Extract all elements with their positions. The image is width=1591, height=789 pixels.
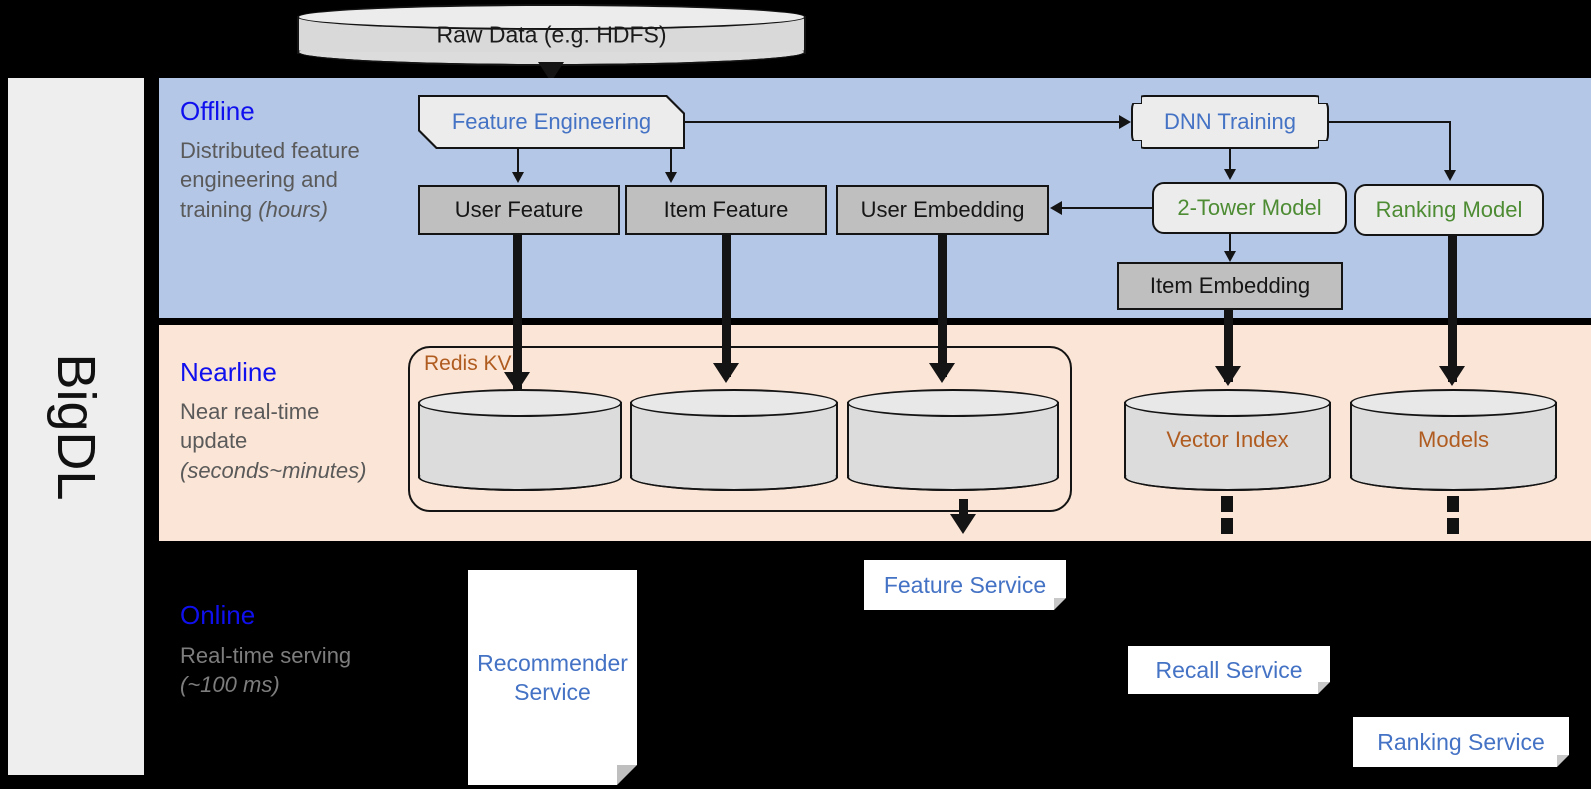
ranking-model-label: Ranking Model (1375, 197, 1523, 222)
item-feature-label: Item Feature (663, 197, 789, 222)
user-feature-store-cylinder[interactable] (418, 389, 622, 491)
feature-engineering-label: Feature Engineering (420, 97, 683, 147)
arrowhead-item-embedding-to-vector-index (1215, 366, 1241, 386)
stub-models-2 (1447, 518, 1459, 534)
redis-kv-label: Redis KV (424, 352, 512, 375)
arrowhead-rawdata-to-fe (538, 62, 564, 82)
arrowhead-user-embedding-to-store (929, 363, 955, 383)
recommender-service-card[interactable]: Recommender Service (468, 570, 637, 785)
item-feature-store-cylinder[interactable] (630, 389, 838, 491)
cylinder-top (630, 389, 838, 417)
arrowhead-redis-to-feature-service (950, 514, 976, 534)
user-embedding-node[interactable]: User Embedding (836, 185, 1049, 235)
band-online-title: Online (180, 600, 256, 630)
recall-service-label: Recall Service (1155, 656, 1303, 683)
redis-kv-container (408, 346, 1072, 512)
raw-data-cylinder: Raw Data (e.g. HDFS) (297, 4, 806, 66)
stub-vector-index-2 (1221, 518, 1233, 534)
pipe-redis-to-feature-service (959, 499, 968, 517)
page-fold-icon (1318, 682, 1330, 694)
band-nearline-title: Nearline (180, 357, 277, 387)
ranking-model-node[interactable]: Ranking Model (1354, 184, 1544, 236)
pipe-ranking-model-to-models (1448, 236, 1457, 382)
two-tower-model-node[interactable]: 2-Tower Model (1152, 182, 1347, 234)
arrowhead-fe-to-item-feature (665, 172, 677, 183)
pipe-user-embedding-to-store (938, 235, 947, 377)
feature-engineering-node[interactable]: Feature Engineering (418, 95, 685, 149)
ranking-service-label: Ranking Service (1377, 728, 1545, 755)
arrowhead-2tower-to-user-embedding (1050, 201, 1062, 215)
band-offline-subtitle-italic: (hours) (258, 196, 328, 222)
connector-2tower-to-user-embedding (1062, 207, 1154, 209)
band-offline-subtitle-main: Distributed feature engineering and trai… (180, 138, 360, 222)
connector-fe-to-user-feature (517, 149, 519, 174)
user-embedding-label: User Embedding (860, 197, 1025, 222)
user-feature-node[interactable]: User Feature (418, 185, 620, 235)
feature-service-label: Feature Service (883, 571, 1047, 598)
cylinder-top (297, 4, 806, 30)
cylinder-top (418, 389, 622, 417)
vector-index-cylinder[interactable]: Vector Index (1124, 389, 1331, 491)
band-nearline-subtitle: Near real-time update (seconds~minutes) (180, 397, 390, 485)
connector-2tower-to-item-embedding (1229, 234, 1231, 256)
stub-vector-index-1 (1221, 496, 1233, 512)
arrowhead-fe-to-dnn (1119, 115, 1131, 129)
item-embedding-node[interactable]: Item Embedding (1117, 262, 1343, 310)
arrowhead-ranking-model-to-models (1439, 366, 1465, 386)
user-feature-label: User Feature (454, 197, 584, 222)
pipe-item-embedding-to-vector-index (1224, 310, 1233, 382)
dnn-training-label: DNN Training (1133, 97, 1327, 147)
cylinder-top (847, 389, 1059, 417)
item-embedding-label: Item Embedding (1149, 273, 1311, 298)
band-nearline-subtitle-italic: (seconds~minutes) (180, 457, 367, 483)
page-fold-icon (1557, 755, 1569, 767)
pipe-item-feature-to-store (722, 235, 731, 377)
arrowhead-user-feature-to-store (504, 372, 530, 392)
recommender-service-label: Recommender Service (477, 649, 628, 705)
arrowhead-dnn-to-2tower (1224, 169, 1236, 180)
cylinder-top (1124, 389, 1331, 417)
models-cylinder[interactable]: Models (1350, 389, 1557, 491)
band-online-subtitle: Real-time serving (~100 ms) (180, 641, 390, 700)
page-fold-icon (1054, 598, 1066, 610)
arrowhead-2tower-to-item-embedding (1224, 251, 1236, 262)
vector-index-label: Vector Index (1166, 427, 1289, 452)
user-embedding-store-cylinder[interactable] (847, 389, 1059, 491)
page-fold-icon (617, 765, 637, 785)
ranking-service-card[interactable]: Ranking Service (1353, 717, 1569, 767)
two-tower-model-label: 2-Tower Model (1177, 195, 1322, 220)
band-offline-subtitle: Distributed feature engineering and trai… (180, 136, 390, 224)
dnn-training-node[interactable]: DNN Training (1131, 95, 1329, 149)
band-online-subtitle-italic: (~100 ms) (180, 672, 280, 698)
arrowhead-dnn-to-ranking (1444, 170, 1456, 181)
connector-dnn-to-ranking-v (1449, 121, 1451, 171)
raw-data-label: Raw Data (e.g. HDFS) (436, 21, 667, 48)
band-online: Online Real-time serving (~100 ms) (159, 548, 1591, 789)
connector-dnn-to-2tower (1229, 149, 1231, 171)
band-nearline-subtitle-main: Near real-time update (180, 399, 320, 454)
connector-fe-to-dnn (685, 121, 1119, 123)
connector-dnn-to-ranking-h (1329, 121, 1451, 123)
band-online-subtitle-main: Real-time serving (180, 643, 352, 668)
band-offline-title: Offline (180, 96, 255, 126)
stub-models-1 (1447, 496, 1459, 512)
cylinder-top (1350, 389, 1557, 417)
recall-service-card[interactable]: Recall Service (1128, 646, 1330, 694)
arrowhead-fe-to-user-feature (512, 172, 524, 183)
feature-service-card[interactable]: Feature Service (864, 560, 1066, 610)
bigdl-framework-rail: BigDL (8, 78, 144, 775)
arrowhead-item-feature-to-store (713, 363, 739, 383)
pipe-user-feature-to-store (513, 235, 522, 393)
bigdl-label: BigDL (46, 352, 106, 501)
item-feature-node[interactable]: Item Feature (625, 185, 827, 235)
connector-fe-to-item-feature (670, 149, 672, 174)
models-label: Models (1418, 427, 1489, 452)
